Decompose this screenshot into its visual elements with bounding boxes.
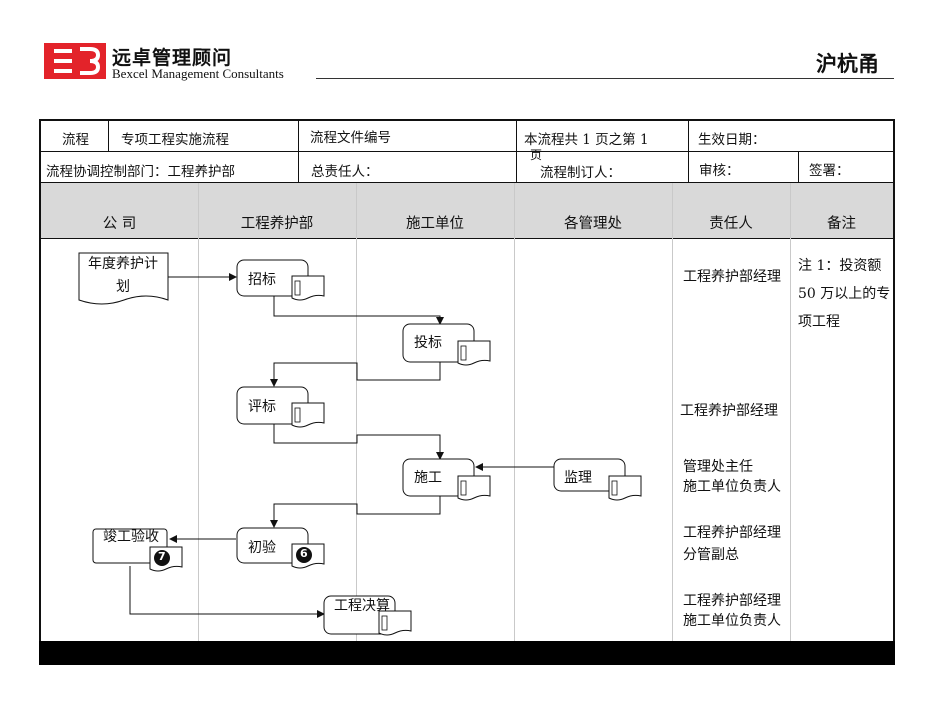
author-label: 流程制订人：: [540, 165, 621, 181]
row-divider-1: [41, 151, 893, 152]
note-1-line-3: 项工程: [798, 314, 840, 330]
col-divider: [108, 121, 109, 151]
node-bid-submit-label: 投标: [414, 335, 442, 351]
node-final-settlement[interactable]: [323, 595, 412, 636]
flow-name: 专项工程实施流程: [121, 132, 229, 148]
row-divider-2: [41, 182, 893, 183]
node-annual-plan-label: 年度养护计划: [88, 256, 158, 295]
flow-label: 流程: [62, 132, 89, 148]
note-1-line-1: 注 1：投资额: [798, 258, 882, 274]
lane-header-management-office: 各管理处: [564, 216, 622, 232]
node-bid-submit[interactable]: [402, 323, 491, 366]
lane-header-contractor: 施工单位: [406, 216, 464, 232]
node-preliminary-label: 初验: [248, 540, 276, 556]
node-supervision-label: 监理: [564, 470, 592, 486]
brand-name-en: Bexcel Management Consultants: [112, 66, 284, 81]
lane-header-bottom: [41, 238, 893, 239]
company-logo-icon: [44, 43, 106, 79]
lane-separator: [356, 183, 357, 641]
col-divider: [298, 121, 299, 182]
responsible-3a: 管理处主任: [683, 459, 753, 475]
footer-bar: [39, 641, 895, 665]
lane-header-maintenance-dept: 工程养护部: [240, 216, 314, 232]
lane-header-company: 公 司: [102, 216, 137, 232]
control-dept: 流程协调控制部门：工程养护部: [46, 164, 235, 180]
responsible-5a: 工程养护部经理: [683, 593, 781, 609]
lane-header-responsible: 责任人: [709, 216, 753, 232]
responsible-4b: 分管副总: [683, 547, 739, 563]
note-1-line-2: 50 万以上的专: [798, 286, 891, 302]
lane-separator: [790, 183, 791, 641]
responsible-5b: 施工单位负责人: [683, 613, 781, 629]
col-divider: [688, 121, 689, 182]
responsible-4a: 工程养护部经理: [683, 525, 781, 541]
doc-number-label: 流程文件编号: [310, 130, 391, 146]
node-annual-plan[interactable]: [78, 252, 169, 305]
node-preliminary-acceptance[interactable]: [236, 527, 325, 569]
badge-prelim: 6: [300, 547, 308, 560]
brand-name-cn: 远卓管理顾问: [112, 47, 233, 69]
lane-header-notes: 备注: [827, 216, 856, 232]
node-bid-invite[interactable]: [236, 259, 325, 301]
col-divider: [516, 121, 517, 182]
node-bid-invite-label: 招标: [248, 272, 276, 288]
page-info-suffix: 页: [530, 148, 543, 162]
lane-header-band: [41, 183, 893, 238]
lane-separator: [514, 183, 515, 641]
effective-date-label: 生效日期：: [698, 132, 766, 148]
note-1: 注 1：投资额 50 万以上的专 项工程: [798, 252, 894, 336]
responsible-3b: 施工单位负责人: [683, 479, 781, 495]
node-completion-label: 竣工验收: [103, 529, 159, 545]
lane-separator: [198, 183, 199, 641]
responsible-2: 工程养护部经理: [680, 403, 778, 419]
badge-final: 7: [158, 550, 166, 563]
lane-separator: [672, 183, 673, 641]
responsible-1: 工程养护部经理: [683, 269, 781, 285]
owner-label: 总责任人：: [311, 164, 379, 180]
node-construction-label: 施工: [414, 470, 442, 486]
sign-label: 签署：: [809, 163, 850, 179]
node-settlement-label: 工程决算: [334, 598, 390, 614]
node-bid-evaluation[interactable]: [236, 386, 325, 428]
node-supervision[interactable]: [553, 458, 642, 501]
node-bid-evaluation-label: 评标: [248, 399, 276, 415]
col-divider: [798, 152, 799, 182]
header-rule: [316, 78, 894, 79]
page-info: 本流程共 1 页之第 1: [524, 132, 649, 148]
review-label: 审核：: [699, 163, 740, 179]
node-completion-acceptance[interactable]: [92, 528, 183, 572]
node-construction[interactable]: [402, 458, 491, 501]
region-label: 沪杭甬: [816, 52, 879, 76]
